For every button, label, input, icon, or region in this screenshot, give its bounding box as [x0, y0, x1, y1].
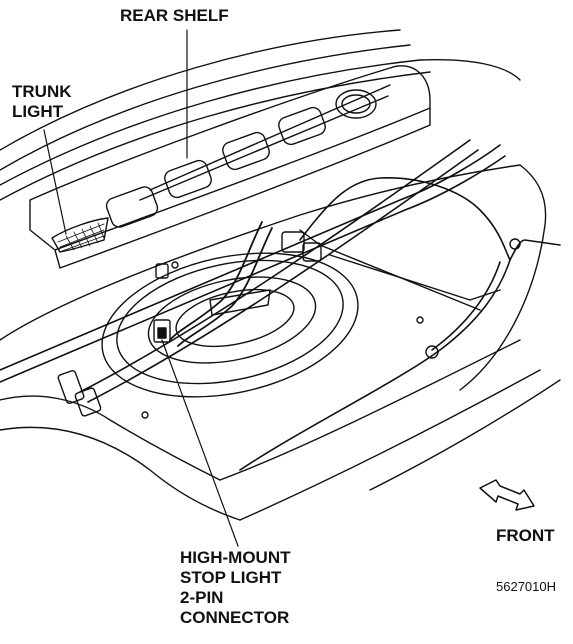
rear-shelf-label: REAR SHELF [120, 6, 229, 25]
stop-light-wire [169, 221, 273, 347]
wiring-harness [0, 139, 561, 471]
front-label: FRONT [496, 526, 555, 545]
trunk-floor [0, 164, 561, 521]
harness-clips [57, 231, 521, 417]
trunk-light-label: TRUNK LIGHT [12, 82, 72, 121]
rear-shelf [29, 65, 431, 269]
figure-id: 5627010H [496, 579, 556, 594]
spare-tire-well [101, 252, 424, 419]
body-outline [0, 29, 521, 201]
leader-lines [43, 29, 239, 547]
connector-leader [161, 339, 239, 547]
front-arrow-icon [479, 479, 535, 511]
connector-label: HIGH-MOUNT STOP LIGHT 2-PIN CONNECTOR [180, 548, 291, 627]
trunk-light-leader [43, 129, 67, 235]
two-pin-connector [153, 263, 171, 343]
trunk-light-lens [51, 217, 109, 253]
